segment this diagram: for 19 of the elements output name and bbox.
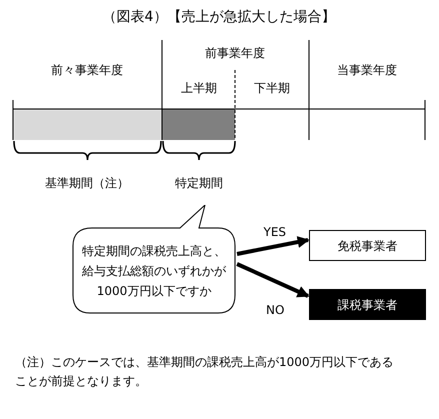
period-label: 特定期間 <box>175 175 223 191</box>
question-text: 特定期間の課税売上高と、給与支払総額のいずれかが1000万円以下ですか <box>81 243 227 300</box>
edge-label: NO <box>266 302 284 318</box>
result-text: 課税事業者 <box>338 296 398 314</box>
result-box <box>309 289 426 320</box>
result-box <box>309 230 426 261</box>
period-label: 当事業年度 <box>337 62 397 78</box>
period-label: 上半期 <box>181 80 217 96</box>
arrow <box>236 236 310 256</box>
result-text: 免税事業者 <box>338 238 398 254</box>
period-label: 前々事業年度 <box>51 62 123 78</box>
edge-label: YES <box>264 224 286 240</box>
title: （図表4）【売上が急拡大した場合】 <box>102 8 336 26</box>
footnote: （注）このケースでは、基準期間の課税売上高が1000万円以下であることが前提となります。 <box>15 354 395 390</box>
period-label: 下半期 <box>254 80 290 96</box>
speech-bubble <box>72 205 236 314</box>
arrow <box>236 262 310 298</box>
period-label: 基準期間（注） <box>45 175 129 191</box>
period-label: 前事業年度 <box>205 45 265 61</box>
